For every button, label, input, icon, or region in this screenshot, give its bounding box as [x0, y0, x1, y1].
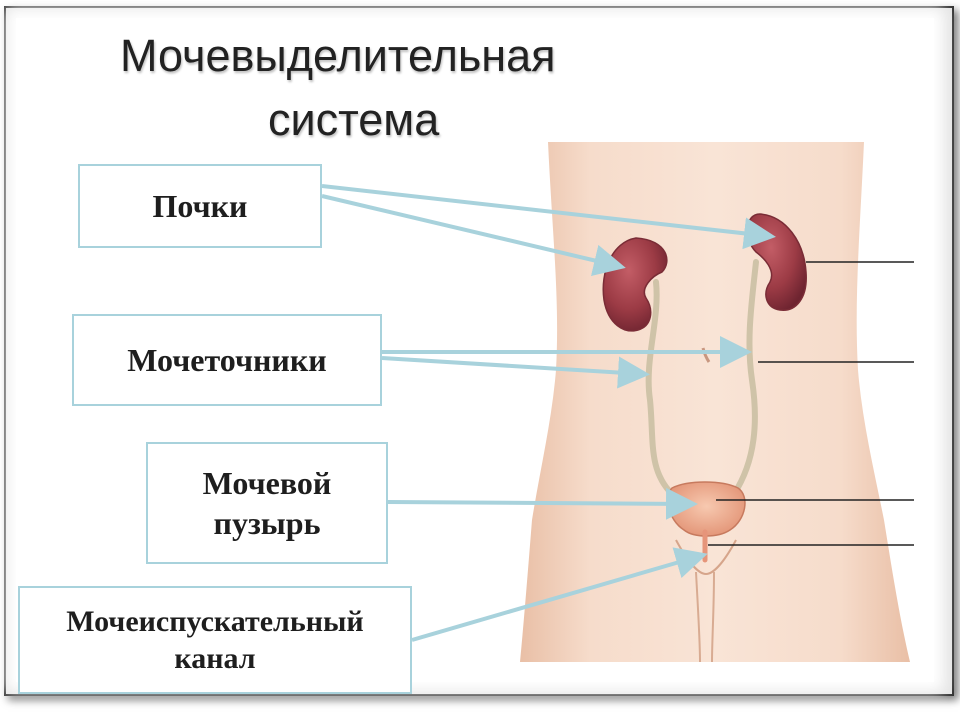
arrow-bladder [387, 487, 698, 520]
arrow-kidneys-left [321, 194, 626, 277]
label-bladder-line-2: пузырь [213, 505, 321, 541]
slide-title-line-1: Мочевыделительная [120, 30, 556, 81]
label-kidneys: Почки [152, 188, 248, 224]
torso [520, 142, 910, 662]
label-box-urethra: Мочеиспускательный канал [18, 586, 412, 694]
label-box-bladder: Мочевой пузырь [146, 442, 388, 564]
arrow-kidneys-right [321, 184, 776, 250]
label-box-kidneys: Почки [78, 164, 322, 248]
label-ureters: Мочеточники [127, 342, 327, 378]
slide-title-line-2: система [268, 94, 440, 145]
label-urethra-line-2: канал [174, 642, 256, 675]
left-ureter [645, 279, 675, 497]
label-box-ureters: Мочеточники [72, 314, 382, 406]
navel [701, 347, 711, 363]
right-ureter [731, 259, 759, 497]
arrow-ureters-left [381, 356, 650, 389]
label-bladder-line-1: Мочевой [202, 465, 332, 501]
arrow-urethra [411, 547, 708, 642]
inner-thighs [695, 571, 715, 663]
label-urethra-line-1: Мочеиспускательный [66, 604, 364, 638]
